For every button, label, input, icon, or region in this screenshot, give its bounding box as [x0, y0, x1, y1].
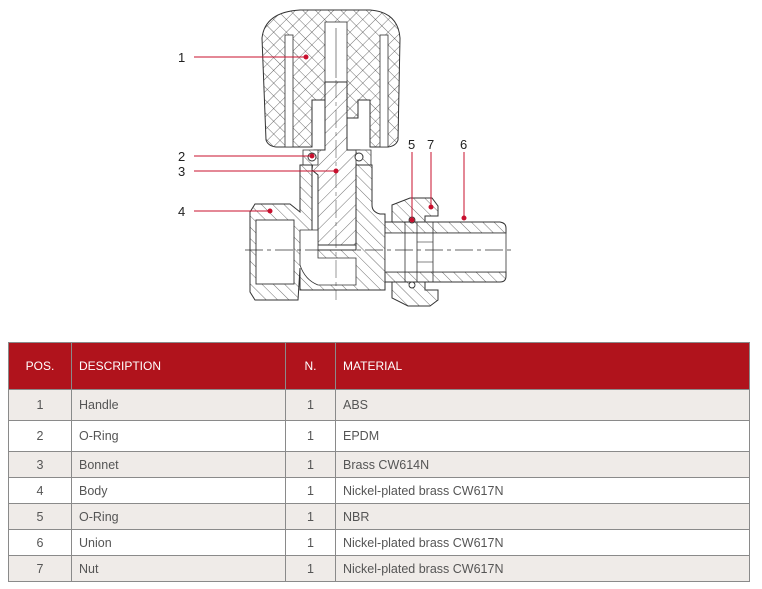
- callout-3-label: 3: [178, 164, 186, 179]
- cell-qty: 1: [285, 529, 336, 556]
- cell-pos: 5: [8, 503, 72, 530]
- table-row: 2 O-Ring 1 EPDM: [8, 420, 750, 452]
- cell-pos: 6: [8, 529, 72, 556]
- cell-description: O-Ring: [71, 503, 286, 530]
- callout-4-label: 4: [178, 204, 186, 219]
- cell-description: Nut: [71, 555, 286, 582]
- cell-description: Union: [71, 529, 286, 556]
- cell-qty: 1: [285, 389, 336, 421]
- cell-description: Body: [71, 477, 286, 504]
- cell-material: ABS: [335, 389, 750, 421]
- cell-material: EPDM: [335, 420, 750, 452]
- cell-qty: 1: [285, 451, 336, 478]
- table-row: 5 O-Ring 1 NBR: [8, 503, 750, 530]
- cell-material: Nickel-plated brass CW617N: [335, 477, 750, 504]
- table-row: 4 Body 1 Nickel-plated brass CW617N: [8, 477, 750, 504]
- cell-description: Bonnet: [71, 451, 286, 478]
- cell-pos: 3: [8, 451, 72, 478]
- callout-2-label: 2: [178, 149, 186, 164]
- handle-part: [261, 9, 401, 148]
- cell-qty: 1: [285, 477, 336, 504]
- cell-qty: 1: [285, 420, 336, 452]
- cell-material: Nickel-plated brass CW617N: [335, 555, 750, 582]
- table-row: 3 Bonnet 1 Brass CW614N: [8, 451, 750, 478]
- cell-material: NBR: [335, 503, 750, 530]
- cell-qty: 1: [285, 503, 336, 530]
- cell-description: Handle: [71, 389, 286, 421]
- union-part: [384, 216, 507, 289]
- parts-table: POS. DESCRIPTION N. MATERIAL 1 Handle 1 …: [8, 342, 750, 582]
- cell-qty: 1: [285, 555, 336, 582]
- callout-leaders: [194, 54, 467, 223]
- column-header-pos: POS.: [8, 342, 72, 390]
- column-header-material: MATERIAL: [335, 342, 750, 390]
- column-header-qty: N.: [285, 342, 336, 390]
- cell-material: Brass CW614N: [335, 451, 750, 478]
- body-part: [249, 164, 386, 301]
- cell-pos: 1: [8, 389, 72, 421]
- valve-cross-section-drawing: 1 2 3 4 5 7 6: [178, 9, 512, 307]
- table-row: 7 Nut 1 Nickel-plated brass CW617N: [8, 555, 750, 582]
- cell-material: Nickel-plated brass CW617N: [335, 529, 750, 556]
- callout-5-label: 5: [408, 137, 416, 152]
- table-row: 6 Union 1 Nickel-plated brass CW617N: [8, 529, 750, 556]
- callout-1-label: 1: [178, 50, 186, 65]
- column-header-description: DESCRIPTION: [71, 342, 286, 390]
- callout-6-label: 6: [460, 137, 468, 152]
- cell-description: O-Ring: [71, 420, 286, 452]
- table-row: 1 Handle 1 ABS: [8, 389, 750, 421]
- cell-pos: 2: [8, 420, 72, 452]
- callout-7-label: 7: [427, 137, 435, 152]
- table-header-row: POS. DESCRIPTION N. MATERIAL: [8, 342, 750, 390]
- cell-pos: 4: [8, 477, 72, 504]
- cell-pos: 7: [8, 555, 72, 582]
